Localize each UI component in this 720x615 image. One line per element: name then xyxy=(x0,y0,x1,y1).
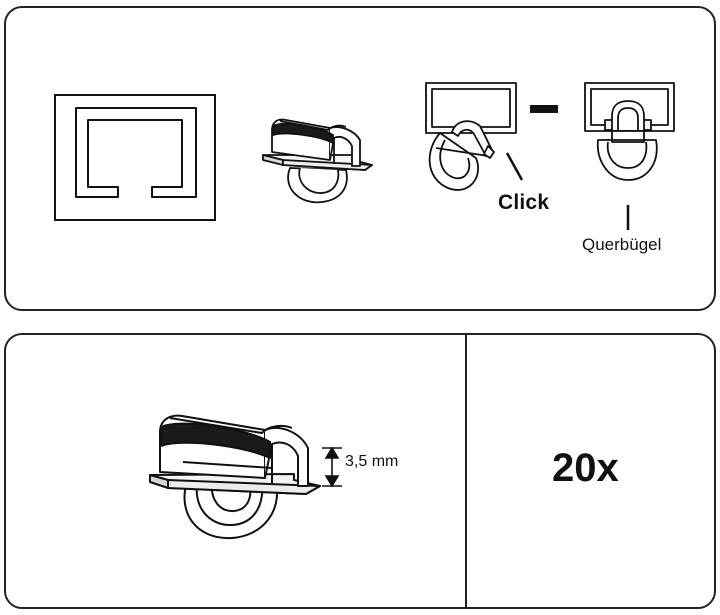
panel-divider xyxy=(465,335,467,607)
dimension-label: 3,5 mm xyxy=(345,453,399,470)
bottom-panel xyxy=(4,333,716,609)
cross-bar-label: Querbügel xyxy=(582,235,662,254)
click-label: Click xyxy=(498,191,550,214)
quantity-label: 20x xyxy=(552,446,619,490)
